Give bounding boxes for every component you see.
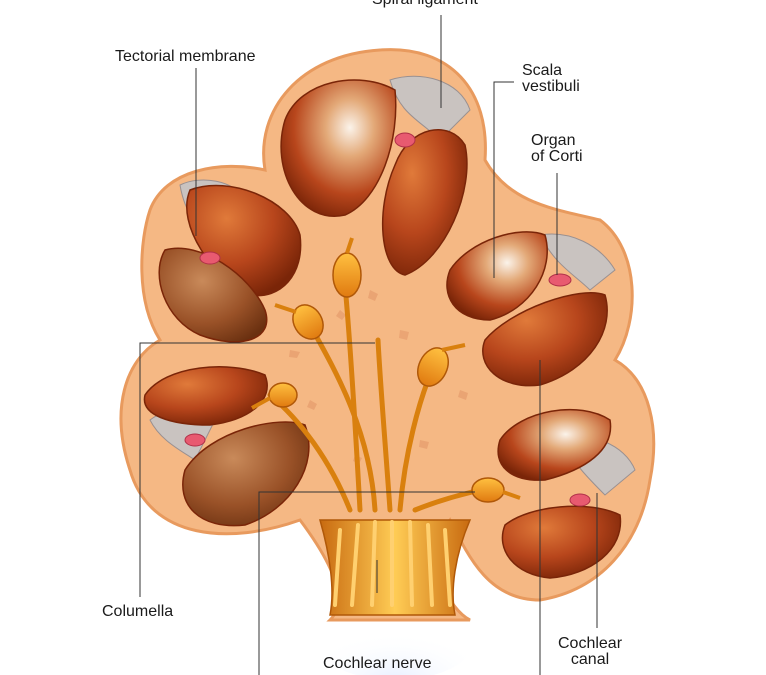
- chamber-upper-left-b: [158, 247, 268, 343]
- chamber-right-b: [482, 292, 608, 387]
- chamber-top-left: [280, 79, 397, 217]
- root-strand: [370, 520, 377, 607]
- label-scala-vestibuli: Scala vestibuli: [522, 62, 580, 95]
- membrane-top: [389, 75, 471, 141]
- corti-spot-lower-left: [184, 433, 206, 447]
- ganglion-stem: [345, 237, 354, 254]
- root-strand: [350, 523, 360, 607]
- label-cochlear-canal: Cochlear canal: [558, 635, 623, 668]
- membrane-right: [539, 233, 616, 291]
- leader-scala-vestibuli: [493, 81, 514, 278]
- chamber-top-right: [381, 129, 468, 276]
- ganglion-stem: [502, 490, 521, 500]
- label-tectorial-membrane: Tectorial membrane: [115, 48, 256, 65]
- speck: [307, 400, 317, 410]
- corti-spot-upper-left: [199, 251, 221, 265]
- ganglion-stem: [251, 396, 271, 410]
- speck: [419, 440, 429, 449]
- corti-spot-right: [548, 273, 572, 287]
- nerve-glow: [315, 600, 475, 675]
- leader-lines: [139, 15, 598, 675]
- chamber-lower-right-b: [501, 505, 622, 579]
- root-strand: [408, 520, 414, 607]
- ganglia: [251, 237, 521, 503]
- leader-columella: [139, 342, 375, 597]
- fiber: [342, 282, 363, 513]
- fiber: [307, 322, 378, 513]
- label-cochlear-nerve: Cochlear nerve: [323, 655, 432, 672]
- root-strand: [443, 528, 452, 607]
- label-columella: Columella: [102, 603, 174, 620]
- speck: [368, 290, 378, 301]
- speck: [399, 330, 409, 340]
- ganglion-right: [417, 347, 449, 387]
- corti-spot-top: [394, 132, 416, 148]
- ganglion-lower-right: [471, 477, 505, 503]
- corti-spots: [184, 132, 591, 507]
- fiber: [375, 337, 393, 513]
- chambers: [143, 79, 622, 579]
- speck: [458, 390, 468, 400]
- ganglion-stem: [274, 303, 297, 314]
- chamber-lower-left-b: [182, 421, 310, 527]
- corti-spot-lower-right: [569, 493, 591, 507]
- ganglion-lower-left: [268, 382, 298, 408]
- speck: [289, 350, 300, 358]
- ganglion-stem: [441, 343, 466, 352]
- chamber-right-a: [446, 231, 548, 321]
- ganglion-top: [332, 252, 362, 298]
- ganglion-left: [292, 304, 324, 340]
- root-strand: [426, 523, 434, 607]
- leader-cochlear-nerve-2: [258, 491, 475, 675]
- label-spiral-ligament: Spiral ligament: [372, 0, 478, 8]
- root-strand: [333, 528, 342, 607]
- chamber-lower-right-a: [497, 408, 612, 481]
- speck: [336, 310, 346, 320]
- nerve-root-fan: [333, 520, 452, 607]
- label-organ-of-corti: Organ of Corti: [531, 132, 583, 165]
